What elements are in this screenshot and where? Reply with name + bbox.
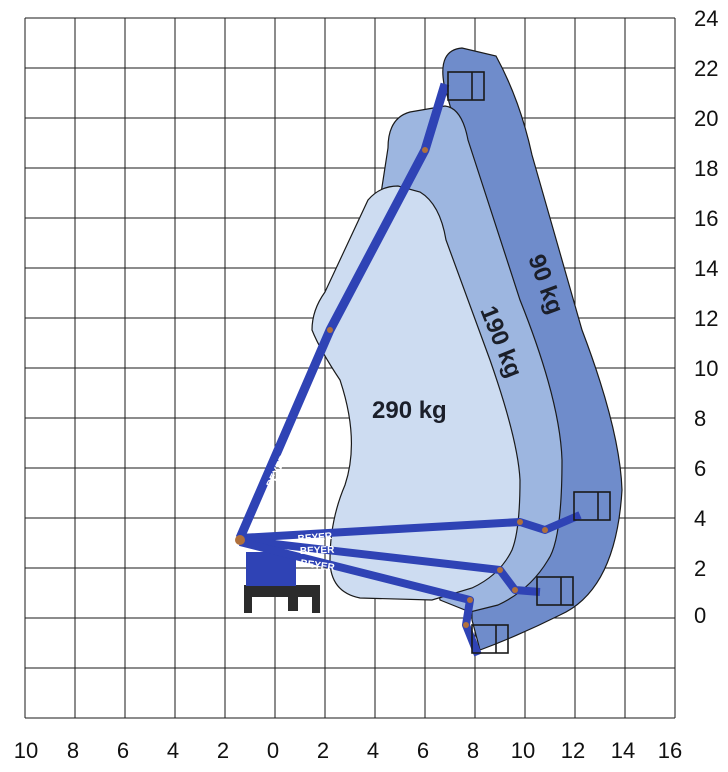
base-foot-mid <box>288 597 298 611</box>
y-tick-0: 0 <box>694 603 707 628</box>
boom-pivot <box>235 535 245 545</box>
boom-joint <box>517 519 523 525</box>
x-tick-8-left: 8 <box>66 738 80 763</box>
base-chassis <box>244 585 320 597</box>
boom-joint <box>467 597 473 603</box>
x-tick-6-left: 6 <box>116 738 130 763</box>
basket-top <box>447 71 485 101</box>
x-tick-2: 2 <box>316 738 330 763</box>
boom-mid <box>239 536 541 596</box>
x-tick-2-left: 2 <box>216 738 230 763</box>
boom-joint <box>463 622 469 628</box>
boom-joint <box>422 147 428 153</box>
basket-bottom <box>471 624 509 654</box>
x-tick-4-left: 4 <box>166 738 180 763</box>
y-tick-22: 22 <box>694 56 719 81</box>
y-tick-16: 16 <box>694 206 719 231</box>
y-tick-18: 18 <box>694 156 719 181</box>
x-tick-6: 6 <box>416 738 430 763</box>
boom-high <box>239 511 582 542</box>
y-tick-10: 10 <box>694 356 719 381</box>
x-tick-4: 4 <box>366 738 380 763</box>
y-tick-14: 14 <box>694 256 719 281</box>
boom-brand-label-3: BEYER <box>300 558 336 574</box>
boom-joint <box>327 327 333 333</box>
zone-290kg-label: 290 kg <box>372 397 447 424</box>
basket-right-high <box>573 491 611 521</box>
boom-positions <box>235 82 582 657</box>
boom-vertical <box>235 82 450 540</box>
y-tick-6: 6 <box>694 456 707 481</box>
boom-joint <box>542 527 548 533</box>
y-tick-24: 24 <box>694 6 719 31</box>
y-tick-20: 20 <box>694 106 719 131</box>
baskets <box>447 71 611 654</box>
base-leg-right <box>312 597 320 613</box>
boom-brand-label-2: BEYER <box>300 545 336 557</box>
x-tick-16: 16 <box>657 738 683 763</box>
basket-right-mid <box>536 576 574 606</box>
x-tick-10-left: 10 <box>13 738 39 763</box>
boom-joint <box>497 567 503 573</box>
boom-brand-label-1: BEYER <box>297 531 333 545</box>
x-tick-0: 0 <box>266 738 280 763</box>
x-tick-12: 12 <box>560 738 586 763</box>
boom-joint <box>512 587 518 593</box>
x-tick-10: 10 <box>510 738 536 763</box>
y-tick-4: 4 <box>694 506 707 531</box>
y-tick-2: 2 <box>694 556 707 581</box>
base-leg-left <box>244 597 252 613</box>
x-tick-8: 8 <box>466 738 480 763</box>
zone-290kg <box>311 185 521 601</box>
y-tick-8: 8 <box>694 406 707 431</box>
x-tick-14: 14 <box>610 738 636 763</box>
y-tick-12: 12 <box>694 306 719 331</box>
boom-brand-labels: BEYER BEYER BEYER BEYER <box>265 453 336 574</box>
